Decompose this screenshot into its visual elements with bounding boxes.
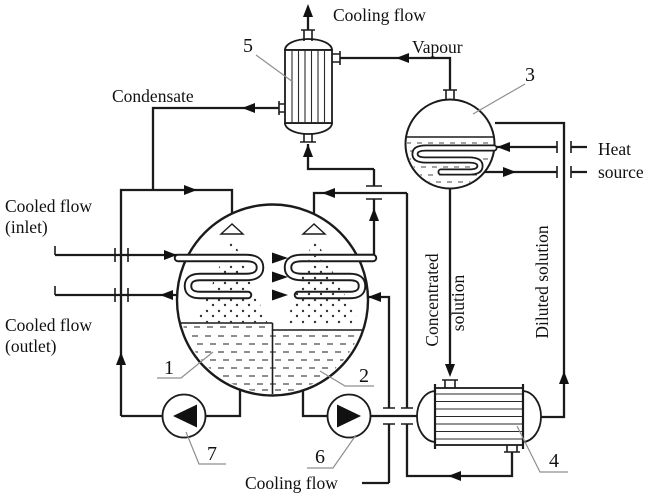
tag-7-recirc-pump: 7 — [207, 443, 217, 465]
leader-5 — [255, 54, 294, 83]
arrow-condensate-icon — [242, 103, 255, 113]
label-condensate: Condensate — [112, 86, 194, 106]
generator-top-nozzle — [443, 89, 457, 100]
arrow-diluted-up-icon — [559, 371, 569, 384]
tag-1-evaporator: 1 — [164, 357, 174, 379]
label-diluted-solution: Diluted solution — [532, 225, 552, 339]
arrow-cooled-inlet-icon — [164, 250, 177, 260]
condenser-top-nozzle — [301, 29, 315, 41]
pipe-pump7 — [121, 390, 242, 418]
pipe-vapour — [340, 56, 452, 90]
condenser-bottom-head — [284, 122, 333, 135]
pipe-cooling-in — [362, 295, 391, 485]
arrow-coil-riser-icon — [369, 208, 379, 221]
spray-droplets-right — [286, 236, 360, 324]
leader-lines — [157, 54, 568, 473]
arrow-heat-in-icon — [497, 142, 510, 152]
arrow-hx-bottom-icon — [448, 471, 461, 481]
label-cooling-flow-bottom: Cooling flow — [245, 473, 338, 493]
leader-4 — [516, 425, 568, 473]
vapour-transfer-arrows — [272, 252, 288, 301]
arrow-cooling-into-coil-icon — [368, 292, 381, 302]
recirculation-pump-7 — [161, 393, 207, 439]
hx-right-head — [522, 390, 542, 443]
solution-pump-6 — [326, 393, 372, 439]
arrow-vapour-icon — [396, 53, 409, 63]
label-vapour: Vapour — [412, 37, 463, 57]
arrow-right-spray-icon — [322, 188, 335, 198]
condenser-bottom-nozzle — [300, 133, 316, 143]
label-concentrated-2: solution — [448, 275, 468, 332]
generator-3 — [404, 89, 498, 190]
spray-nozzle-right — [301, 223, 327, 235]
condenser-top-head — [284, 38, 333, 51]
heat-exchanger-4 — [416, 379, 542, 453]
pipe-condensate — [151, 106, 279, 190]
label-heat-1: Heat — [598, 139, 631, 159]
pipe-coil-to-condenser — [358, 169, 376, 257]
crossover-ticks — [114, 141, 572, 425]
condenser-condensate-nozzle — [278, 101, 285, 115]
leader-1 — [157, 351, 214, 379]
arrow-heat-out-icon — [503, 167, 516, 177]
evaporator-absorber-vessel — [173, 203, 378, 397]
condenser-5 — [278, 29, 341, 143]
tag-6-solution-pump: 6 — [315, 446, 325, 468]
condenser-vapour-nozzle — [332, 51, 341, 65]
leader-3 — [472, 83, 526, 115]
tag-2-absorber: 2 — [359, 365, 369, 387]
tag-3-generator: 3 — [525, 64, 535, 86]
hx-top-nozzle — [442, 379, 458, 388]
hx-left-head — [416, 390, 436, 443]
leader-7 — [185, 431, 226, 465]
tag-5-condenser: 5 — [243, 35, 253, 57]
label-cooled-inlet-2: (inlet) — [5, 217, 48, 237]
arrow-cooled-outlet-icon — [160, 290, 173, 300]
arrow-concentrated-down-icon — [445, 364, 455, 377]
hx-bottom-nozzle — [504, 445, 520, 453]
arrow-into-condenser-icon — [303, 144, 313, 157]
flow-arrows — [116, 4, 569, 481]
pipe-right-spray-feed — [312, 191, 407, 224]
labels: Cooling flow Vapour Condensate Cooled fl… — [5, 5, 644, 493]
leader-2 — [319, 370, 374, 387]
arrow-cooling-out-icon — [303, 4, 313, 17]
label-heat-2: source — [598, 162, 644, 182]
label-cooled-outlet-2: (outlet) — [5, 336, 57, 356]
condenser-tubes — [291, 50, 326, 123]
spray-nozzle-left — [219, 223, 245, 235]
pump6-impeller-icon — [337, 404, 361, 428]
generator-shell — [404, 98, 496, 190]
arrow-recirc-up-icon — [116, 352, 126, 365]
tag-4-heat-exchanger: 4 — [549, 450, 559, 472]
arrow-left-spray-icon — [184, 185, 197, 195]
pipe-condenser-cooling-in — [306, 144, 374, 171]
label-cooled-inlet-1: Cooled flow — [5, 196, 92, 216]
pipe-left-spray-feed — [119, 188, 234, 416]
hx-tubes — [435, 393, 523, 440]
label-cooled-outlet-1: Cooled flow — [5, 315, 92, 335]
leader-6 — [307, 434, 357, 469]
label-cooling-flow-top: Cooling flow — [333, 5, 426, 25]
pump7-impeller-icon — [173, 404, 197, 428]
pipe-diluted-solution — [495, 121, 566, 419]
pipe-pump6 — [301, 390, 417, 418]
label-concentrated-1: Concentrated — [422, 253, 442, 347]
